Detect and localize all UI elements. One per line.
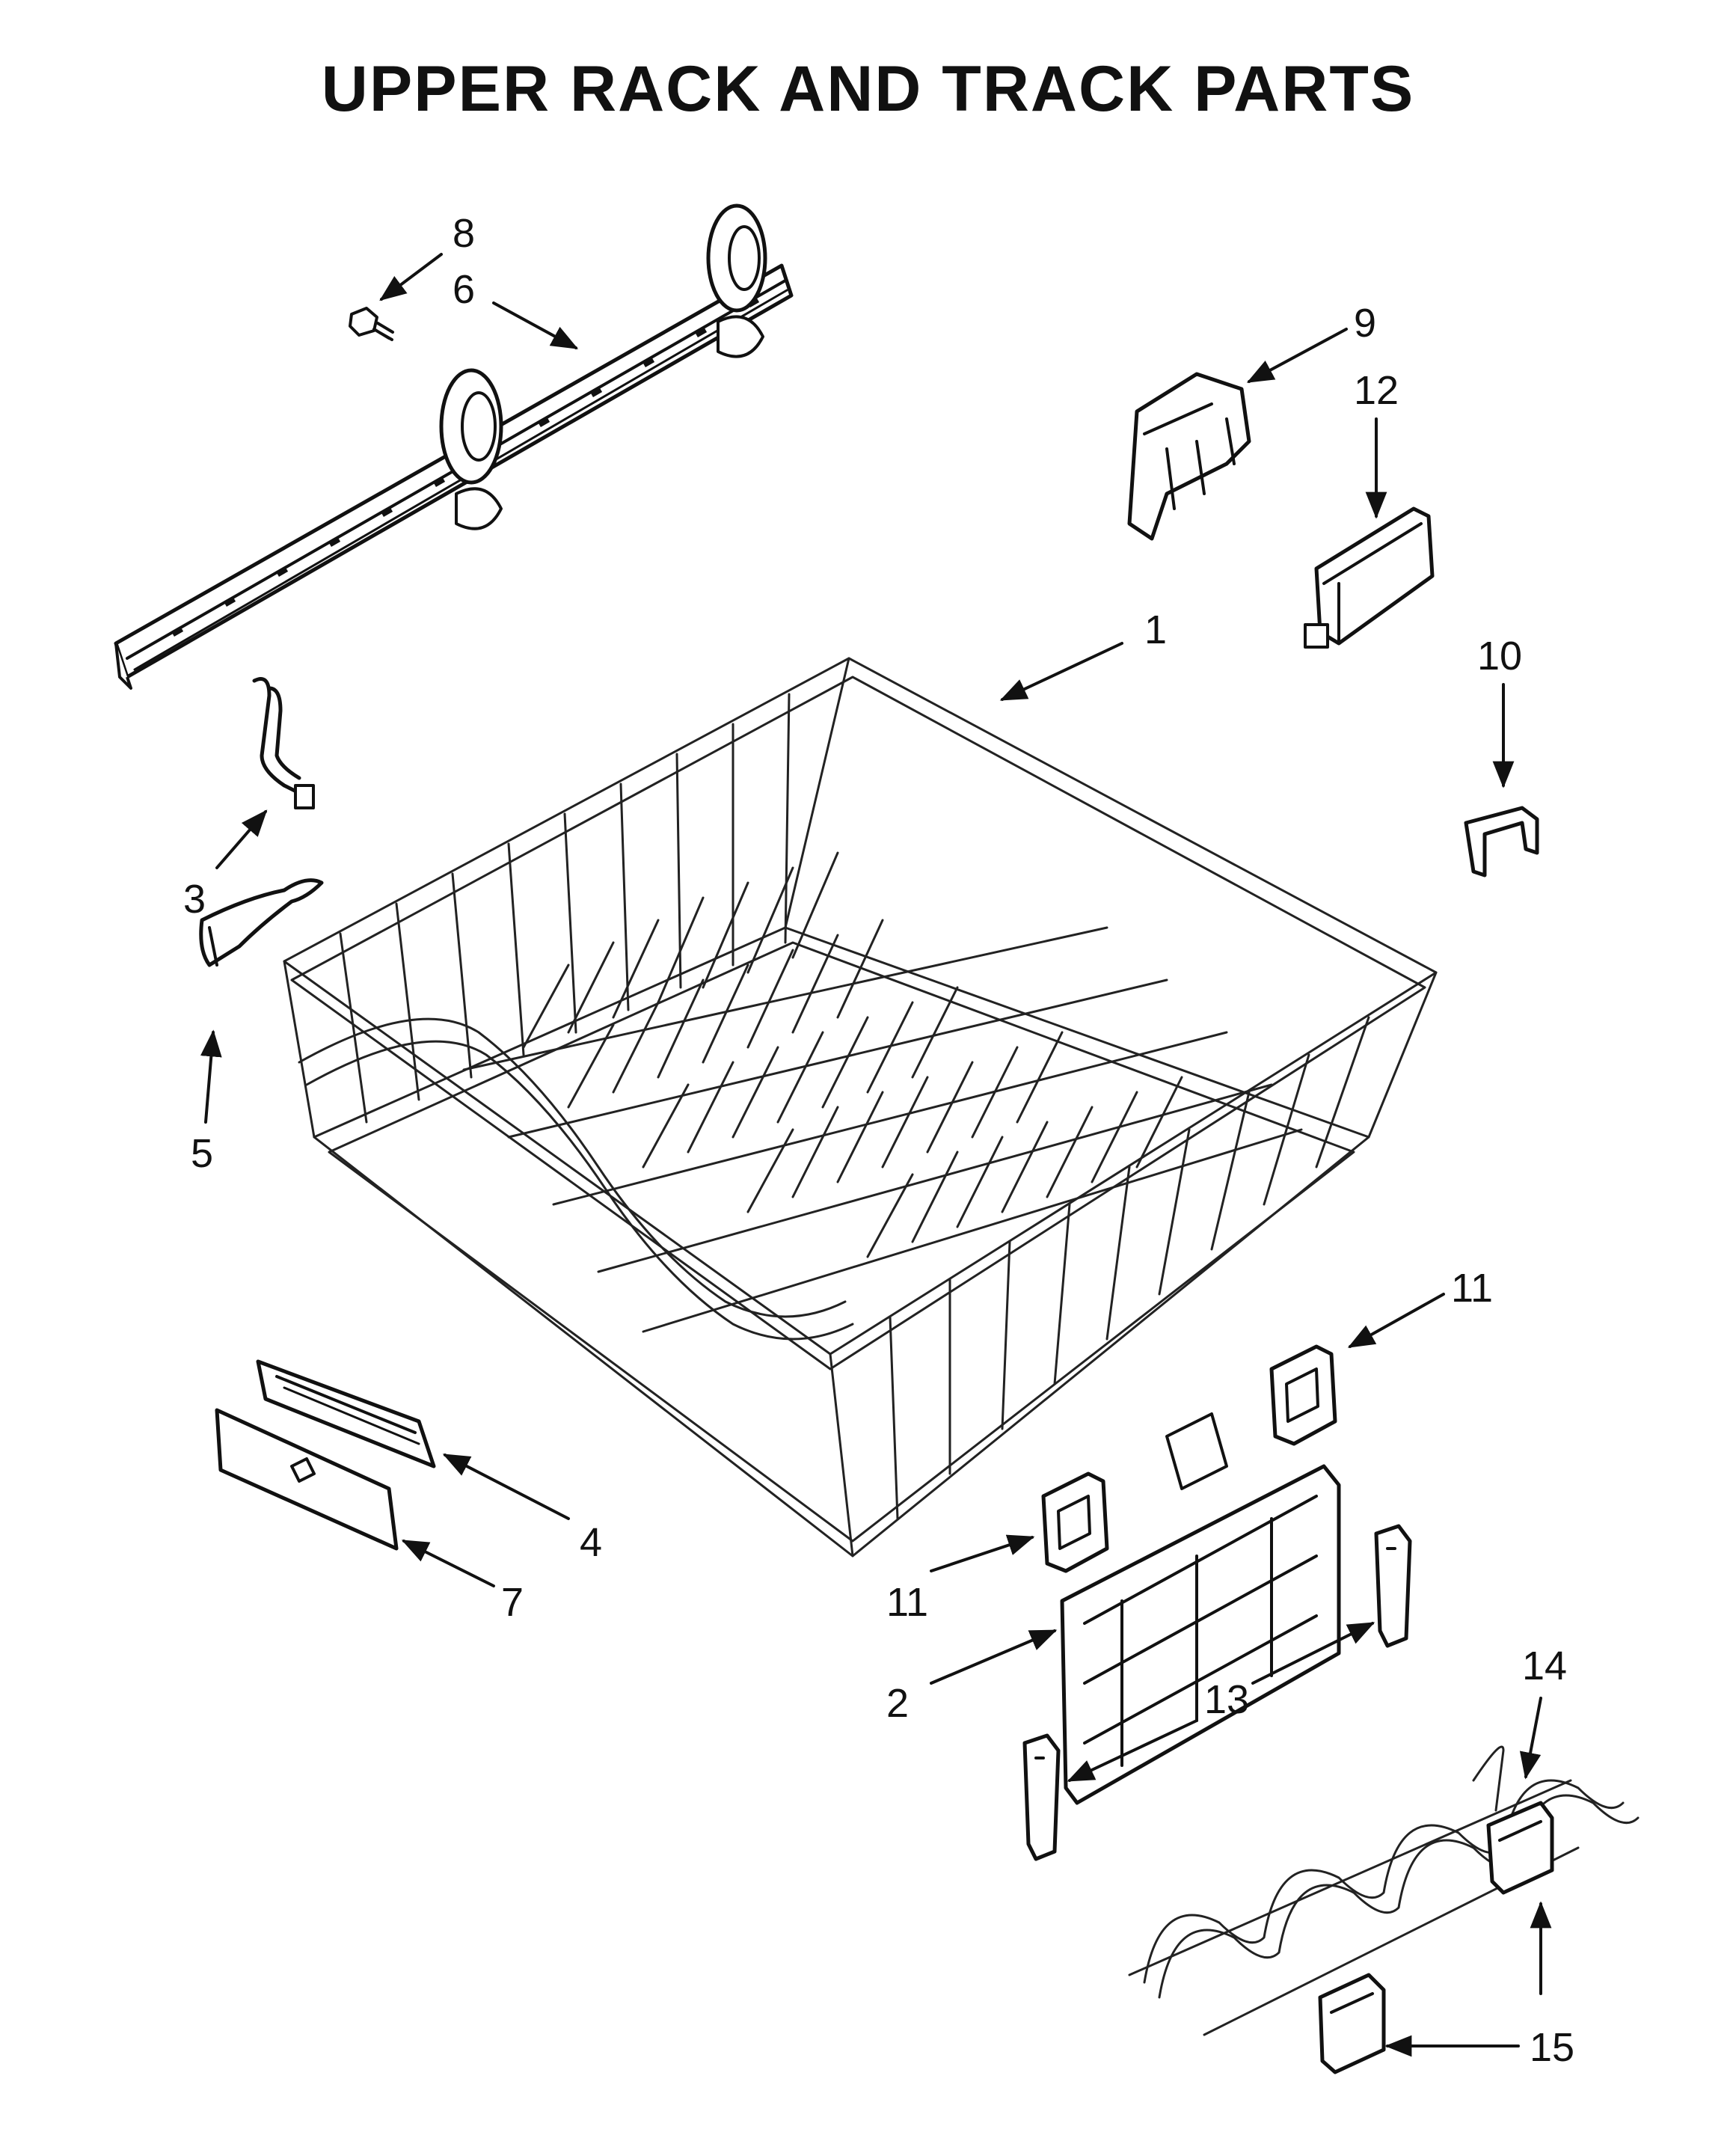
leader-13-left [1067,1719,1198,1782]
leader-11-lower [930,1534,1035,1572]
rack-inner-rods [462,926,1303,1333]
handle-cover-part-7 [215,1408,399,1551]
screw-part-8 [349,307,394,341]
page-title: UPPER RACK AND TRACK PARTS [321,53,1415,125]
callout-11-upper: 11 [1451,1266,1493,1311]
leader-3 [215,809,268,869]
callout-5: 5 [191,1131,213,1176]
callout-15: 15 [1530,2025,1574,2070]
callout-leaders [200,253,1552,2057]
track-roller-front [439,368,503,530]
callout-12: 12 [1354,368,1399,413]
rack-uprights-right [889,1016,1370,1520]
rack-uprights-left [339,693,791,1124]
callout-11-lower: 11 [886,1580,928,1625]
leader-6 [492,301,579,349]
clip-part-15-lower [1318,1973,1386,2074]
bracket-part-9 [1127,372,1251,541]
leader-9 [1246,328,1348,383]
callout-6: 6 [453,267,475,312]
clip-part-11-upper [1269,1344,1337,1446]
callout-numbers: 8 6 9 12 1 10 3 5 11 4 7 11 2 13 14 15 [183,211,1574,2070]
callout-13: 13 [1204,1677,1249,1722]
clip-part-3 [252,677,315,809]
bumper-part-13-left [1022,1733,1061,1861]
leader-8 [379,253,443,301]
clip-part-15-upper [1486,1801,1554,1895]
callout-7: 7 [501,1580,524,1625]
leader-7 [401,1540,495,1587]
leader-13-right [1251,1622,1375,1685]
callout-10: 10 [1477,634,1522,679]
upper-rack-part-1 [283,657,1438,1558]
track-rail-holes [171,297,760,637]
leader-14 [1519,1697,1542,1780]
handle-base-part-4 [256,1359,436,1468]
clip-part-11-lower [1041,1471,1109,1573]
slide-plate-part-2 [1060,1412,1341,1805]
leader-5 [200,1029,222,1124]
leader-11-upper [1347,1293,1445,1348]
track-roller-rear [706,203,767,358]
leader-4 [442,1454,570,1520]
callout-1: 1 [1144,607,1167,652]
callout-2: 2 [886,1681,909,1726]
callout-8: 8 [453,211,475,256]
bumper-part-13-right [1374,1524,1412,1648]
clip-part-10 [1464,806,1539,877]
callout-14: 14 [1522,1644,1567,1688]
cover-part-12 [1304,506,1435,649]
leader-1 [999,642,1123,701]
callout-3: 3 [183,877,206,922]
callout-9: 9 [1354,301,1376,346]
callout-4: 4 [580,1520,602,1565]
rack-tines [522,851,1183,1258]
latch-part-5 [199,878,324,967]
track-rail-part-6 [114,203,794,690]
leader-2 [930,1629,1058,1685]
